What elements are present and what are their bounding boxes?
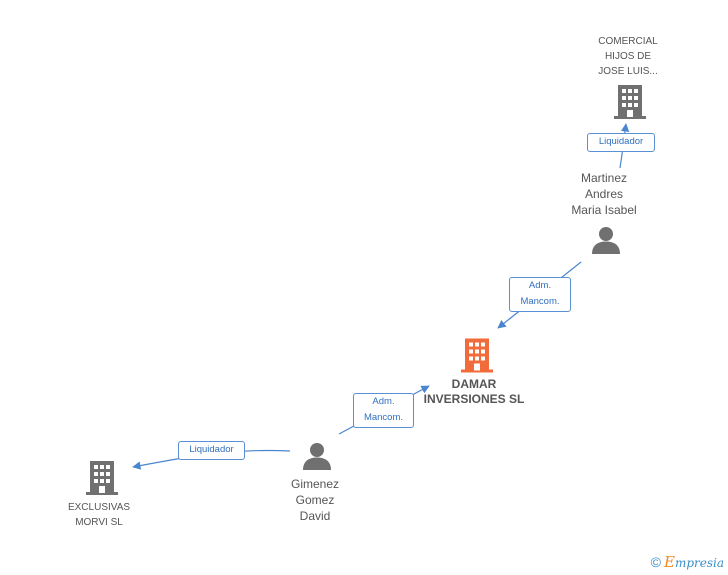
person-icon[interactable] xyxy=(302,442,332,470)
empresia-logo: Empresia xyxy=(663,553,724,571)
brand-footer: © Empresia xyxy=(651,553,724,571)
main-company-building-icon[interactable] xyxy=(461,338,493,373)
node-label-gimenez: Gimenez Gomez David xyxy=(290,477,340,523)
edge-label-liquidador-top: Liquidador xyxy=(587,133,655,152)
edge-label-adm-mancom-upper: Adm. Mancom. xyxy=(509,277,571,312)
node-label-comercial: COMERCIAL HIJOS DE JOSE LUIS... xyxy=(598,36,658,77)
edge-label-liquidador-left: Liquidador xyxy=(178,441,245,460)
node-label-martinez: Martinez Andres Maria Isabel xyxy=(571,171,637,217)
person-icon[interactable] xyxy=(591,226,621,254)
node-label-damar: DAMAR INVERSIONES SL xyxy=(423,377,525,406)
building-icon[interactable] xyxy=(86,461,118,495)
copyright-icon: © xyxy=(650,554,661,570)
building-icon[interactable] xyxy=(614,85,646,119)
edge-label-adm-mancom-lower: Adm. Mancom. xyxy=(353,393,414,428)
node-label-exclusivas: EXCLUSIVAS MORVI SL xyxy=(67,502,131,528)
